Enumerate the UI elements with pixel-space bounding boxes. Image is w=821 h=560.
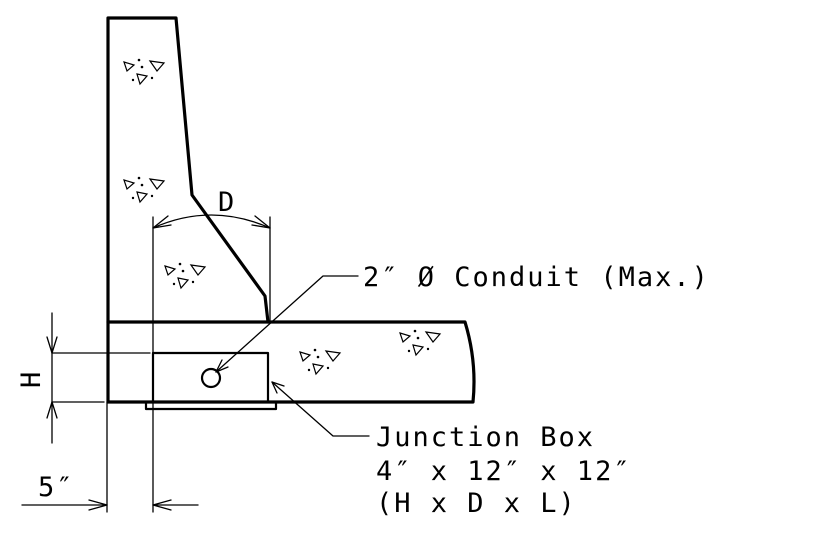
d-arrow-right	[251, 215, 271, 229]
conduit-leader	[215, 275, 359, 373]
junction-box-size: 4″ x 12″ x 12″	[376, 456, 632, 487]
h-label: H	[16, 370, 47, 388]
aggregate-hatch	[299, 348, 341, 375]
junction-box-order: (H x D x L)	[376, 488, 577, 519]
aggregate-hatch	[123, 176, 165, 203]
5in-arrow-right	[152, 499, 172, 511]
h-arrow-bottom	[46, 401, 58, 419]
conduit-leader-arrow	[215, 359, 229, 373]
d-label: D	[218, 187, 236, 218]
h-arrow-top	[46, 336, 58, 354]
junction-box-leader	[271, 381, 370, 437]
conduit-circle	[200, 367, 222, 389]
d-dimension-arc	[152, 214, 271, 229]
5in-label: 5″	[38, 472, 75, 503]
d-arrow-left	[152, 215, 172, 229]
aggregate-hatch	[164, 262, 206, 289]
junction-box-leader-arrow	[271, 381, 285, 394]
barrier-deck-outline	[106, 16, 476, 404]
aggregate-hatch	[123, 58, 165, 85]
junction-box-title: Junction Box	[376, 422, 595, 453]
aggregate-hatch	[399, 329, 441, 356]
junction-box-cover-plate	[144, 400, 278, 411]
5in-arrow-left	[88, 499, 108, 511]
junction-box	[151, 351, 270, 404]
conduit-label: 2″ Ø Conduit (Max.)	[363, 262, 710, 293]
